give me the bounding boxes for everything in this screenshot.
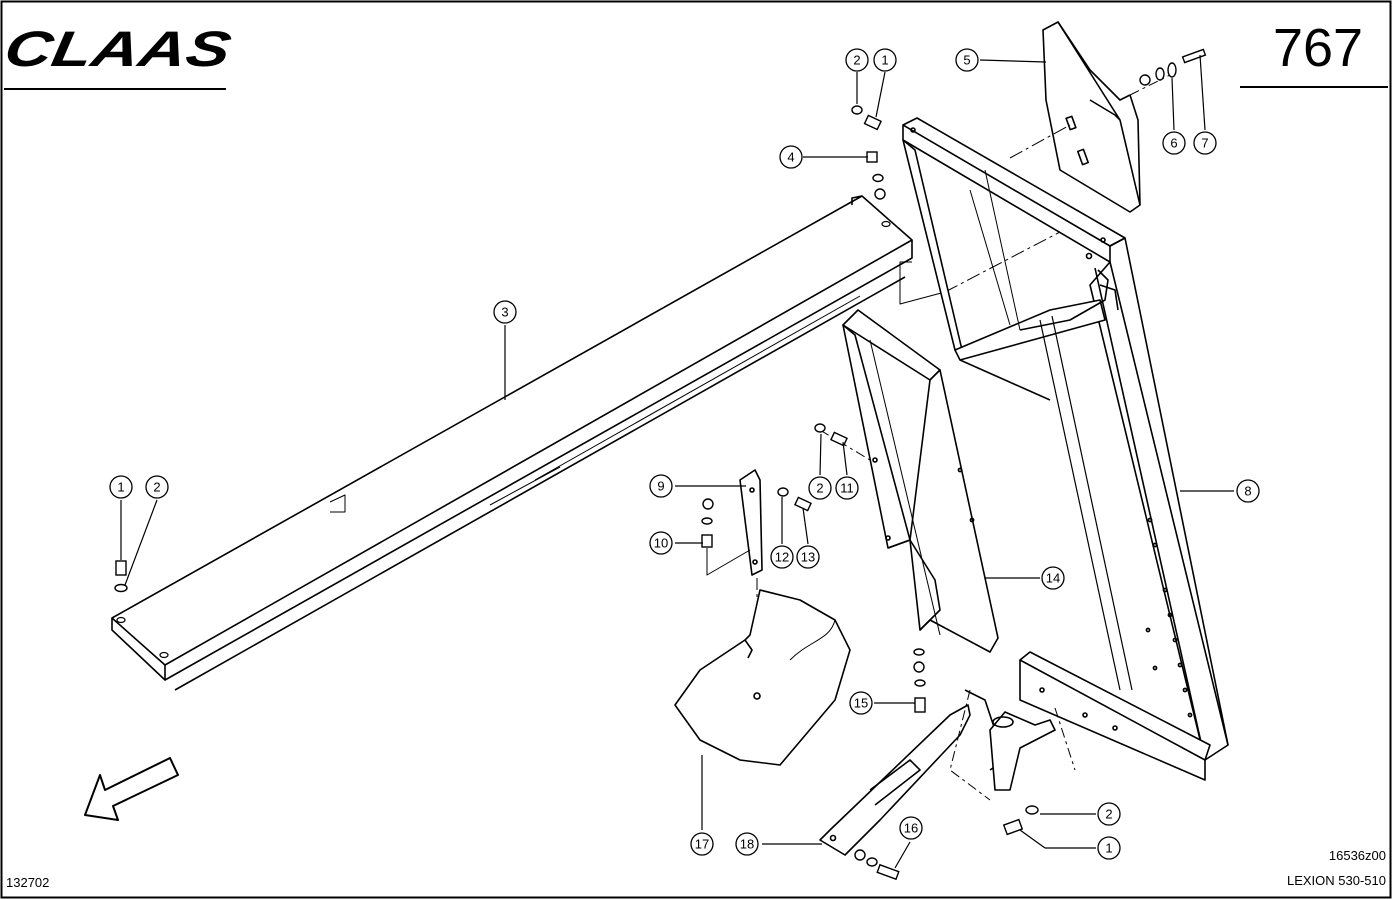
washer-icon xyxy=(114,583,128,593)
bolt-icon xyxy=(830,431,848,447)
washer-icon xyxy=(814,423,826,433)
callout-18: 18 xyxy=(735,832,759,856)
callout-15: 15 xyxy=(849,691,873,715)
svg-text:12: 12 xyxy=(775,550,789,565)
washer-icon xyxy=(866,857,878,867)
callout-3: 3 xyxy=(493,300,517,324)
washer-icon xyxy=(914,679,926,687)
svg-text:2: 2 xyxy=(153,480,160,495)
callout-2-mid: 2 xyxy=(808,476,832,500)
bolt-icon xyxy=(876,863,900,881)
svg-text:9: 9 xyxy=(657,479,664,494)
svg-text:6: 6 xyxy=(1170,136,1177,151)
svg-text:14: 14 xyxy=(1046,571,1060,586)
washer-icon xyxy=(913,648,925,656)
callout-11: 11 xyxy=(835,476,859,500)
svg-text:8: 8 xyxy=(1244,484,1251,499)
nut-icon xyxy=(913,661,925,673)
svg-text:1: 1 xyxy=(1105,841,1112,856)
callout-13: 13 xyxy=(796,545,820,569)
model-name: LEXION 530-510 xyxy=(1287,873,1386,888)
nut-icon xyxy=(702,498,714,510)
bolt-icon xyxy=(866,151,878,163)
part-14-side-panel xyxy=(819,309,999,653)
callout-1-top: 1 xyxy=(873,48,897,72)
bolt-icon xyxy=(863,114,882,131)
brand-logo: CLAAS xyxy=(0,20,235,77)
bolt-icon xyxy=(794,496,812,512)
washer-icon xyxy=(777,487,789,497)
callout-14: 14 xyxy=(1041,566,1065,590)
nut-icon xyxy=(854,849,866,861)
svg-text:11: 11 xyxy=(840,481,854,496)
nut-icon xyxy=(874,188,886,200)
callout-8: 8 xyxy=(1236,479,1260,503)
callout-6: 6 xyxy=(1162,131,1186,155)
part-5-bracket-plate xyxy=(1009,21,1171,213)
callout-1-left: 1 xyxy=(109,475,133,499)
page-number: 767 xyxy=(1273,18,1363,78)
washer-icon xyxy=(851,105,863,115)
svg-text:2: 2 xyxy=(1105,807,1112,822)
bottom-pivot-bracket xyxy=(949,689,1076,801)
svg-text:1: 1 xyxy=(117,480,124,495)
bolt-icon xyxy=(115,560,127,576)
svg-text:18: 18 xyxy=(740,837,754,852)
nut-icon xyxy=(1139,74,1151,86)
callouts: 1 2 5 6 7 4 3 1 2 9 10 12 13 2 11 8 14 1… xyxy=(109,48,1260,860)
direction-arrow xyxy=(84,757,179,821)
parts-drawing xyxy=(84,21,1229,856)
bolt-icon xyxy=(914,697,926,713)
callout-5: 5 xyxy=(955,48,979,72)
svg-text:16: 16 xyxy=(904,821,918,836)
washer-icon xyxy=(872,173,884,183)
callout-7: 7 xyxy=(1193,131,1217,155)
callout-17: 17 xyxy=(690,832,714,856)
bolt-icon xyxy=(1181,48,1207,64)
bolt-icon xyxy=(1002,818,1024,836)
figure-code: 16536z00 xyxy=(1329,848,1386,863)
svg-text:5: 5 xyxy=(963,53,970,68)
washer-icon xyxy=(1155,67,1165,81)
svg-text:10: 10 xyxy=(654,536,668,551)
part-17-flap xyxy=(674,589,851,766)
part-8-main-frame xyxy=(902,117,1229,781)
callout-16: 16 xyxy=(899,816,923,840)
part-3-cover-plate xyxy=(111,195,1061,691)
svg-text:4: 4 xyxy=(787,150,794,165)
svg-text:7: 7 xyxy=(1201,136,1208,151)
callout-4: 4 xyxy=(779,145,803,169)
callout-10: 10 xyxy=(649,531,673,555)
callout-2-bottom: 2 xyxy=(1097,802,1121,826)
fasteners xyxy=(114,48,1207,881)
svg-text:3: 3 xyxy=(501,305,508,320)
washer-icon xyxy=(701,517,713,525)
callout-9: 9 xyxy=(649,474,673,498)
bolt-icon xyxy=(701,534,713,548)
svg-text:2: 2 xyxy=(816,481,823,496)
callout-12: 12 xyxy=(770,545,794,569)
svg-text:15: 15 xyxy=(854,696,868,711)
callout-1-bottom: 1 xyxy=(1097,836,1121,860)
leader-lines xyxy=(120,54,1234,869)
drawing-id: 132702 xyxy=(6,875,49,890)
washer-icon xyxy=(1167,62,1177,78)
callout-2-top: 2 xyxy=(845,48,869,72)
svg-text:2: 2 xyxy=(853,53,860,68)
callout-2-left: 2 xyxy=(145,475,169,499)
svg-text:1: 1 xyxy=(881,53,888,68)
svg-text:17: 17 xyxy=(695,837,709,852)
washer-icon xyxy=(1025,805,1039,815)
svg-text:13: 13 xyxy=(801,550,815,565)
